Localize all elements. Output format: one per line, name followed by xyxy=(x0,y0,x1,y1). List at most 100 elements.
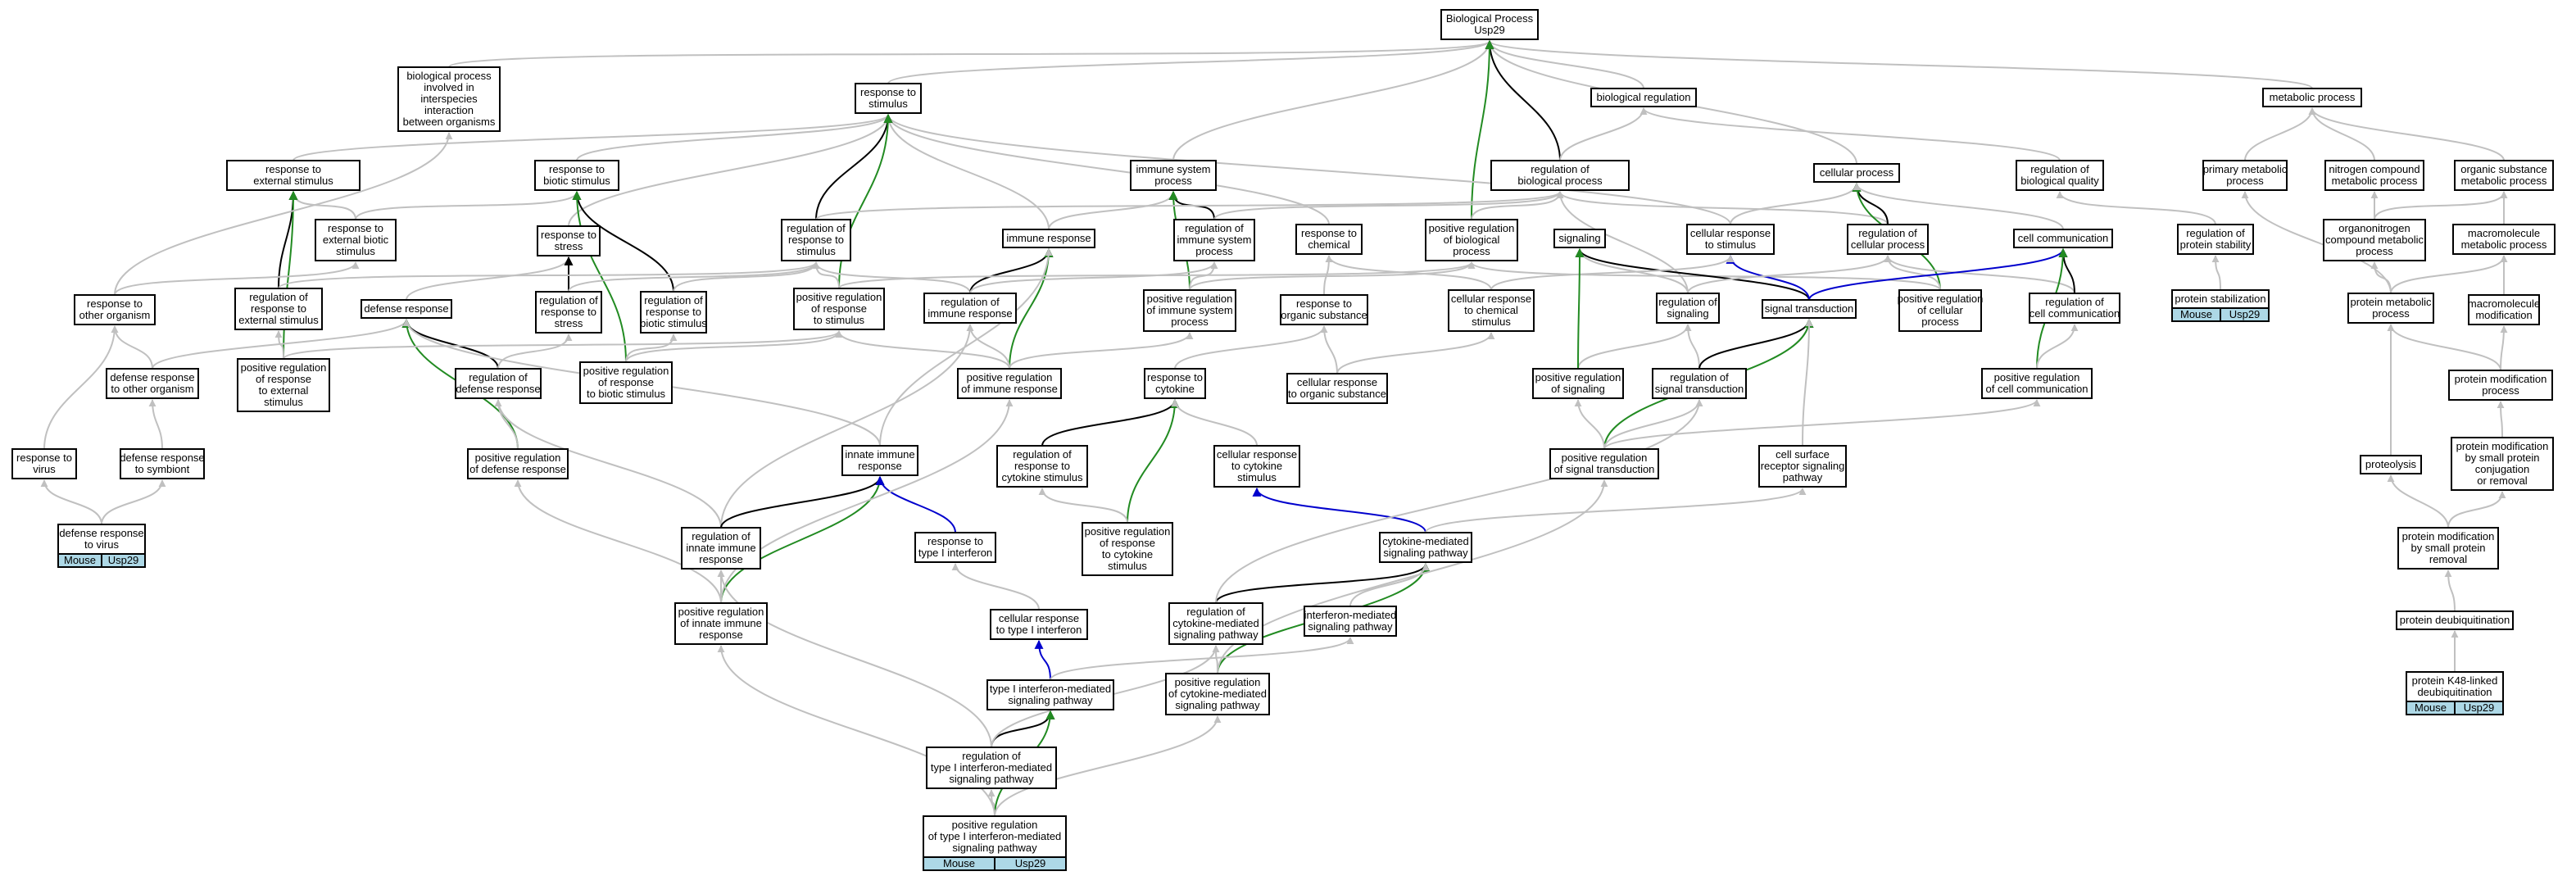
edge-cell-resp-chem-to-cell-resp-stim xyxy=(1490,255,1735,291)
go-node-prot-deubiq[interactable]: protein deubiquitination xyxy=(2396,610,2514,630)
go-node-proteolysis[interactable]: proteolysis xyxy=(2360,455,2422,474)
node-label-line: innate immune xyxy=(686,542,755,554)
edge-reg-type1-path-to-reg-innate xyxy=(717,570,992,748)
edge-nitrogen-to-metabolic xyxy=(2308,107,2375,161)
go-node-metabolic[interactable]: metabolic process xyxy=(2262,88,2362,107)
go-node-bio-reg[interactable]: biological regulation xyxy=(1590,88,1697,107)
edge-pos-reg-cell-comm-to-reg-cell-comm xyxy=(2036,324,2079,370)
node-label-line: cellular response xyxy=(999,612,1079,624)
node-box xyxy=(2396,610,2514,630)
node-label-line: to type I interferon xyxy=(996,624,1082,636)
go-node-cell-comm[interactable]: cell communication xyxy=(2013,229,2113,248)
go-node-signal-trans[interactable]: signal transduction xyxy=(1762,299,1857,319)
go-node-reg-cytokine-path[interactable]: regulation ofcytokine-mediatedsignaling … xyxy=(1168,602,1263,645)
node-label-line: signal transduction xyxy=(1655,383,1744,395)
node-label-line: to virus xyxy=(84,538,119,551)
go-node-immune-resp[interactable]: immune response xyxy=(1002,229,1095,248)
go-node-defense-resp[interactable]: defense response xyxy=(361,299,452,319)
edge-pos-reg-resp-stim-to-pos-reg-bio xyxy=(838,261,1476,289)
edge-pos-reg-signaling-to-signaling xyxy=(1575,247,1585,370)
go-node-signaling[interactable]: signaling xyxy=(1553,229,1606,248)
edge-type1-path-to-ifn-path xyxy=(1050,637,1354,681)
node-box xyxy=(1173,219,1255,261)
go-node-cell-proc[interactable]: cellular process xyxy=(1813,163,1900,183)
node-label-line: signaling xyxy=(1558,232,1600,244)
node-label-line: cell communication xyxy=(2030,307,2120,320)
node-label-line: process xyxy=(1195,245,1233,257)
edge-prot-mod-removal-to-prot-mod-small xyxy=(2447,491,2506,529)
